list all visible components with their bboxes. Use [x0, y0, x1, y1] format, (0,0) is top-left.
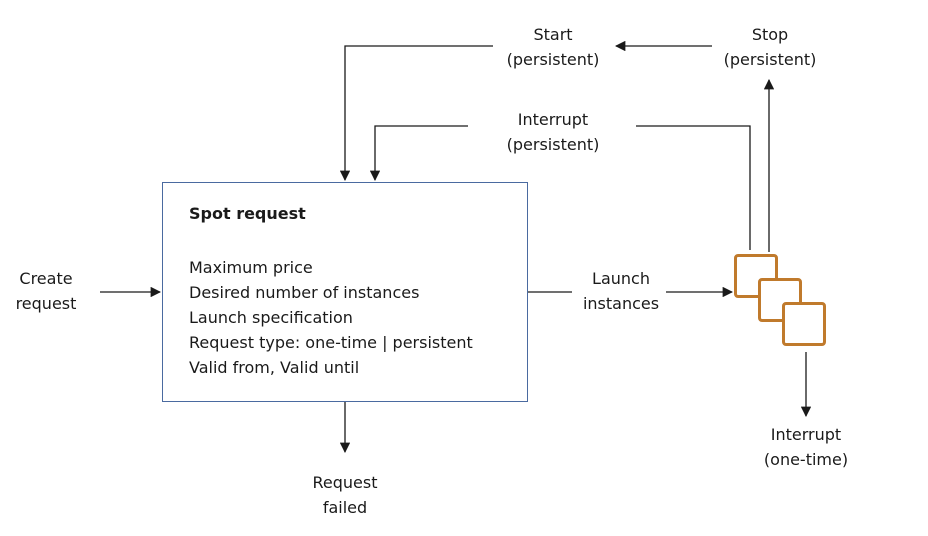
instance-icon-3 [782, 302, 826, 346]
interrupt-one-time-label: Interrupt (one-time) [763, 425, 849, 469]
spot-request-title: Spot request [189, 204, 306, 223]
attribute-launch-specification: Launch specification [189, 308, 353, 327]
stop-persistent-label: Stop (persistent) [723, 25, 817, 69]
attribute-maximum-price: Maximum price [189, 258, 313, 277]
attribute-validity: Valid from, Valid until [189, 358, 360, 377]
interrupt-persistent-to-box-arrow [369, 125, 468, 182]
instance-icon-2 [758, 278, 802, 322]
attribute-desired-instances: Desired number of instances [189, 283, 420, 302]
instance-icon-1 [734, 254, 778, 298]
spot-request-box [162, 182, 528, 402]
create-request-label: Create request [15, 269, 77, 313]
launch-instances-label: Launch instances [582, 269, 660, 313]
start-to-box-arrow [339, 45, 493, 182]
start-persistent-label: Start (persistent) [506, 25, 600, 69]
instances-to-interrupt-persistent-line [636, 125, 751, 250]
interrupt-persistent-label: Interrupt (persistent) [506, 110, 600, 154]
attribute-request-type: Request type: one-time | persistent [189, 333, 473, 352]
request-failed-label: Request failed [312, 473, 378, 517]
